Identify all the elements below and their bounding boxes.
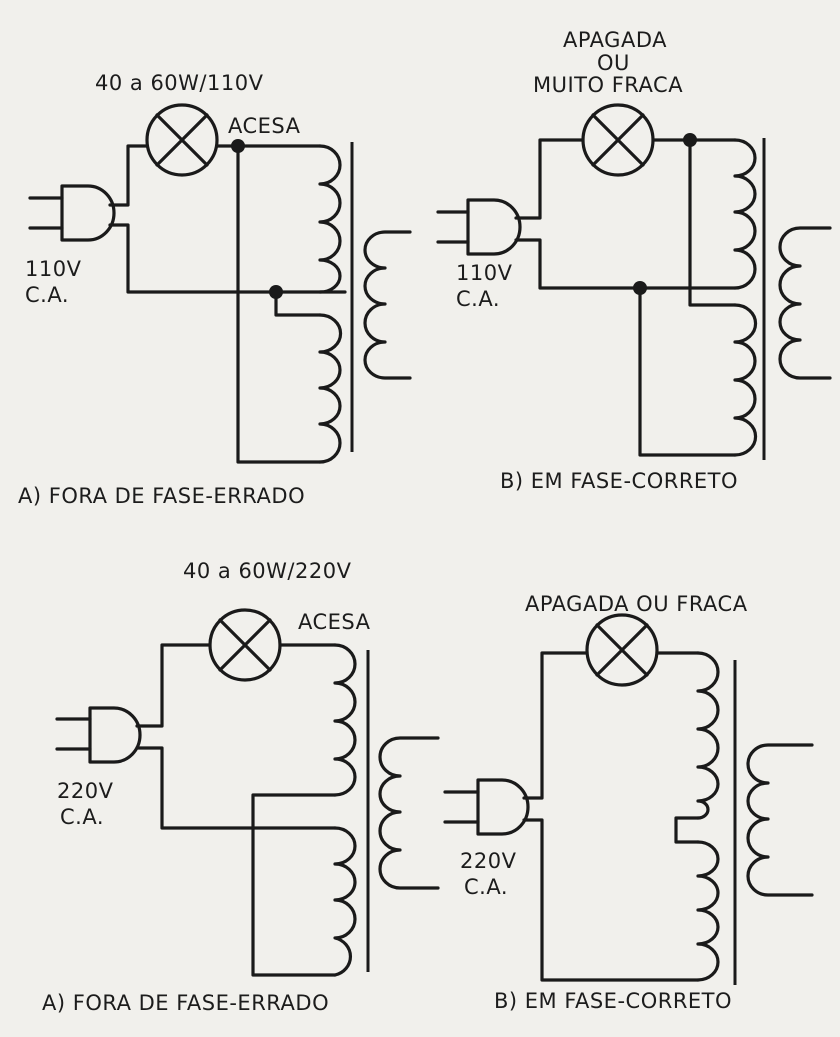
supply-type-label: C.A. [456, 287, 500, 311]
wire-center-tap [674, 816, 700, 844]
circuit-220v-in-phase: APAGADA OU FRACA 220V C.A. B) EM FASE-CO… [443, 592, 814, 1013]
lamp-state-label: APAGADA OU FRACA [525, 592, 748, 616]
caption: B) EM FASE-CORRETO [500, 469, 738, 493]
secondary-coil [378, 736, 440, 890]
secondary-coil [363, 230, 412, 380]
secondary-coil [778, 226, 832, 380]
primary-coil-2 [696, 840, 720, 982]
lamp-icon [208, 608, 282, 682]
supply-voltage-label: 220V [57, 779, 114, 803]
primary-coil-2 [318, 313, 343, 464]
lamp-icon [585, 613, 659, 687]
wire-top [108, 144, 149, 207]
lamp-icon [581, 103, 655, 177]
caption: A) FORA DE FASE-ERRADO [42, 991, 329, 1015]
wire-top [514, 138, 585, 220]
lamp-icon [145, 103, 219, 177]
plug-icon [436, 198, 522, 256]
primary-coil-1 [696, 651, 720, 820]
caption: A) FORA DE FASE-ERRADO [18, 484, 305, 508]
junction-dot [633, 281, 647, 295]
wire-coil1-bottom [251, 793, 337, 830]
circuit-110v-out-of-phase: 40 a 60W/110V ACESA 110V C.A. A) FORA DE… [18, 71, 412, 508]
wire-mid-tap [274, 290, 322, 317]
lamp-state-label: APAGADA [563, 28, 667, 52]
lamp-state-label: MUITO FRACA [533, 73, 683, 97]
wire-acesa-down [236, 144, 322, 464]
supply-type-label: C.A. [60, 805, 104, 829]
secondary-coil [746, 743, 814, 897]
lamp-state-label: ACESA [298, 610, 371, 634]
wire-bottom [135, 746, 337, 830]
lamp-state-label: OU [597, 51, 630, 75]
wire-coil2-top [688, 286, 737, 307]
plug-icon [443, 778, 530, 836]
wire-bottom [514, 238, 642, 290]
supply-type-label: C.A. [464, 875, 508, 899]
junction-dot [231, 139, 245, 153]
primary-coil-1 [733, 138, 757, 290]
wire-bottom [108, 223, 347, 294]
primary-coil-1 [318, 144, 342, 294]
lamp-state-label: ACESA [228, 114, 301, 138]
caption: B) EM FASE-CORRETO [494, 989, 732, 1013]
junction-dot [269, 285, 283, 299]
supply-voltage-label: 110V [456, 261, 513, 285]
wire-bottom [522, 818, 700, 982]
wire-top [135, 643, 212, 728]
supply-voltage-label: 110V [25, 257, 82, 281]
plug-icon [55, 706, 142, 764]
wire-mid-down [638, 286, 737, 457]
lamp-rating-label: 40 a 60W/220V [183, 559, 352, 583]
plug-icon [28, 184, 116, 242]
supply-voltage-label: 220V [460, 849, 517, 873]
wire-top [522, 651, 589, 800]
supply-type-label: C.A. [25, 283, 69, 307]
primary-coil-1 [333, 643, 357, 797]
wire-right-down [688, 138, 737, 290]
lamp-rating-label: 40 a 60W/110V [95, 71, 264, 95]
primary-coil-2 [733, 303, 758, 457]
wire-crossover [251, 826, 337, 977]
circuit-110v-in-phase: APAGADA OU MUITO FRACA 110V C.A. B) EM F… [436, 28, 832, 493]
junction-dot [683, 133, 697, 147]
primary-coil-2 [333, 826, 357, 977]
circuit-220v-out-of-phase: 40 a 60W/220V ACESA 220V C.A. A) FORA DE… [42, 559, 440, 1015]
